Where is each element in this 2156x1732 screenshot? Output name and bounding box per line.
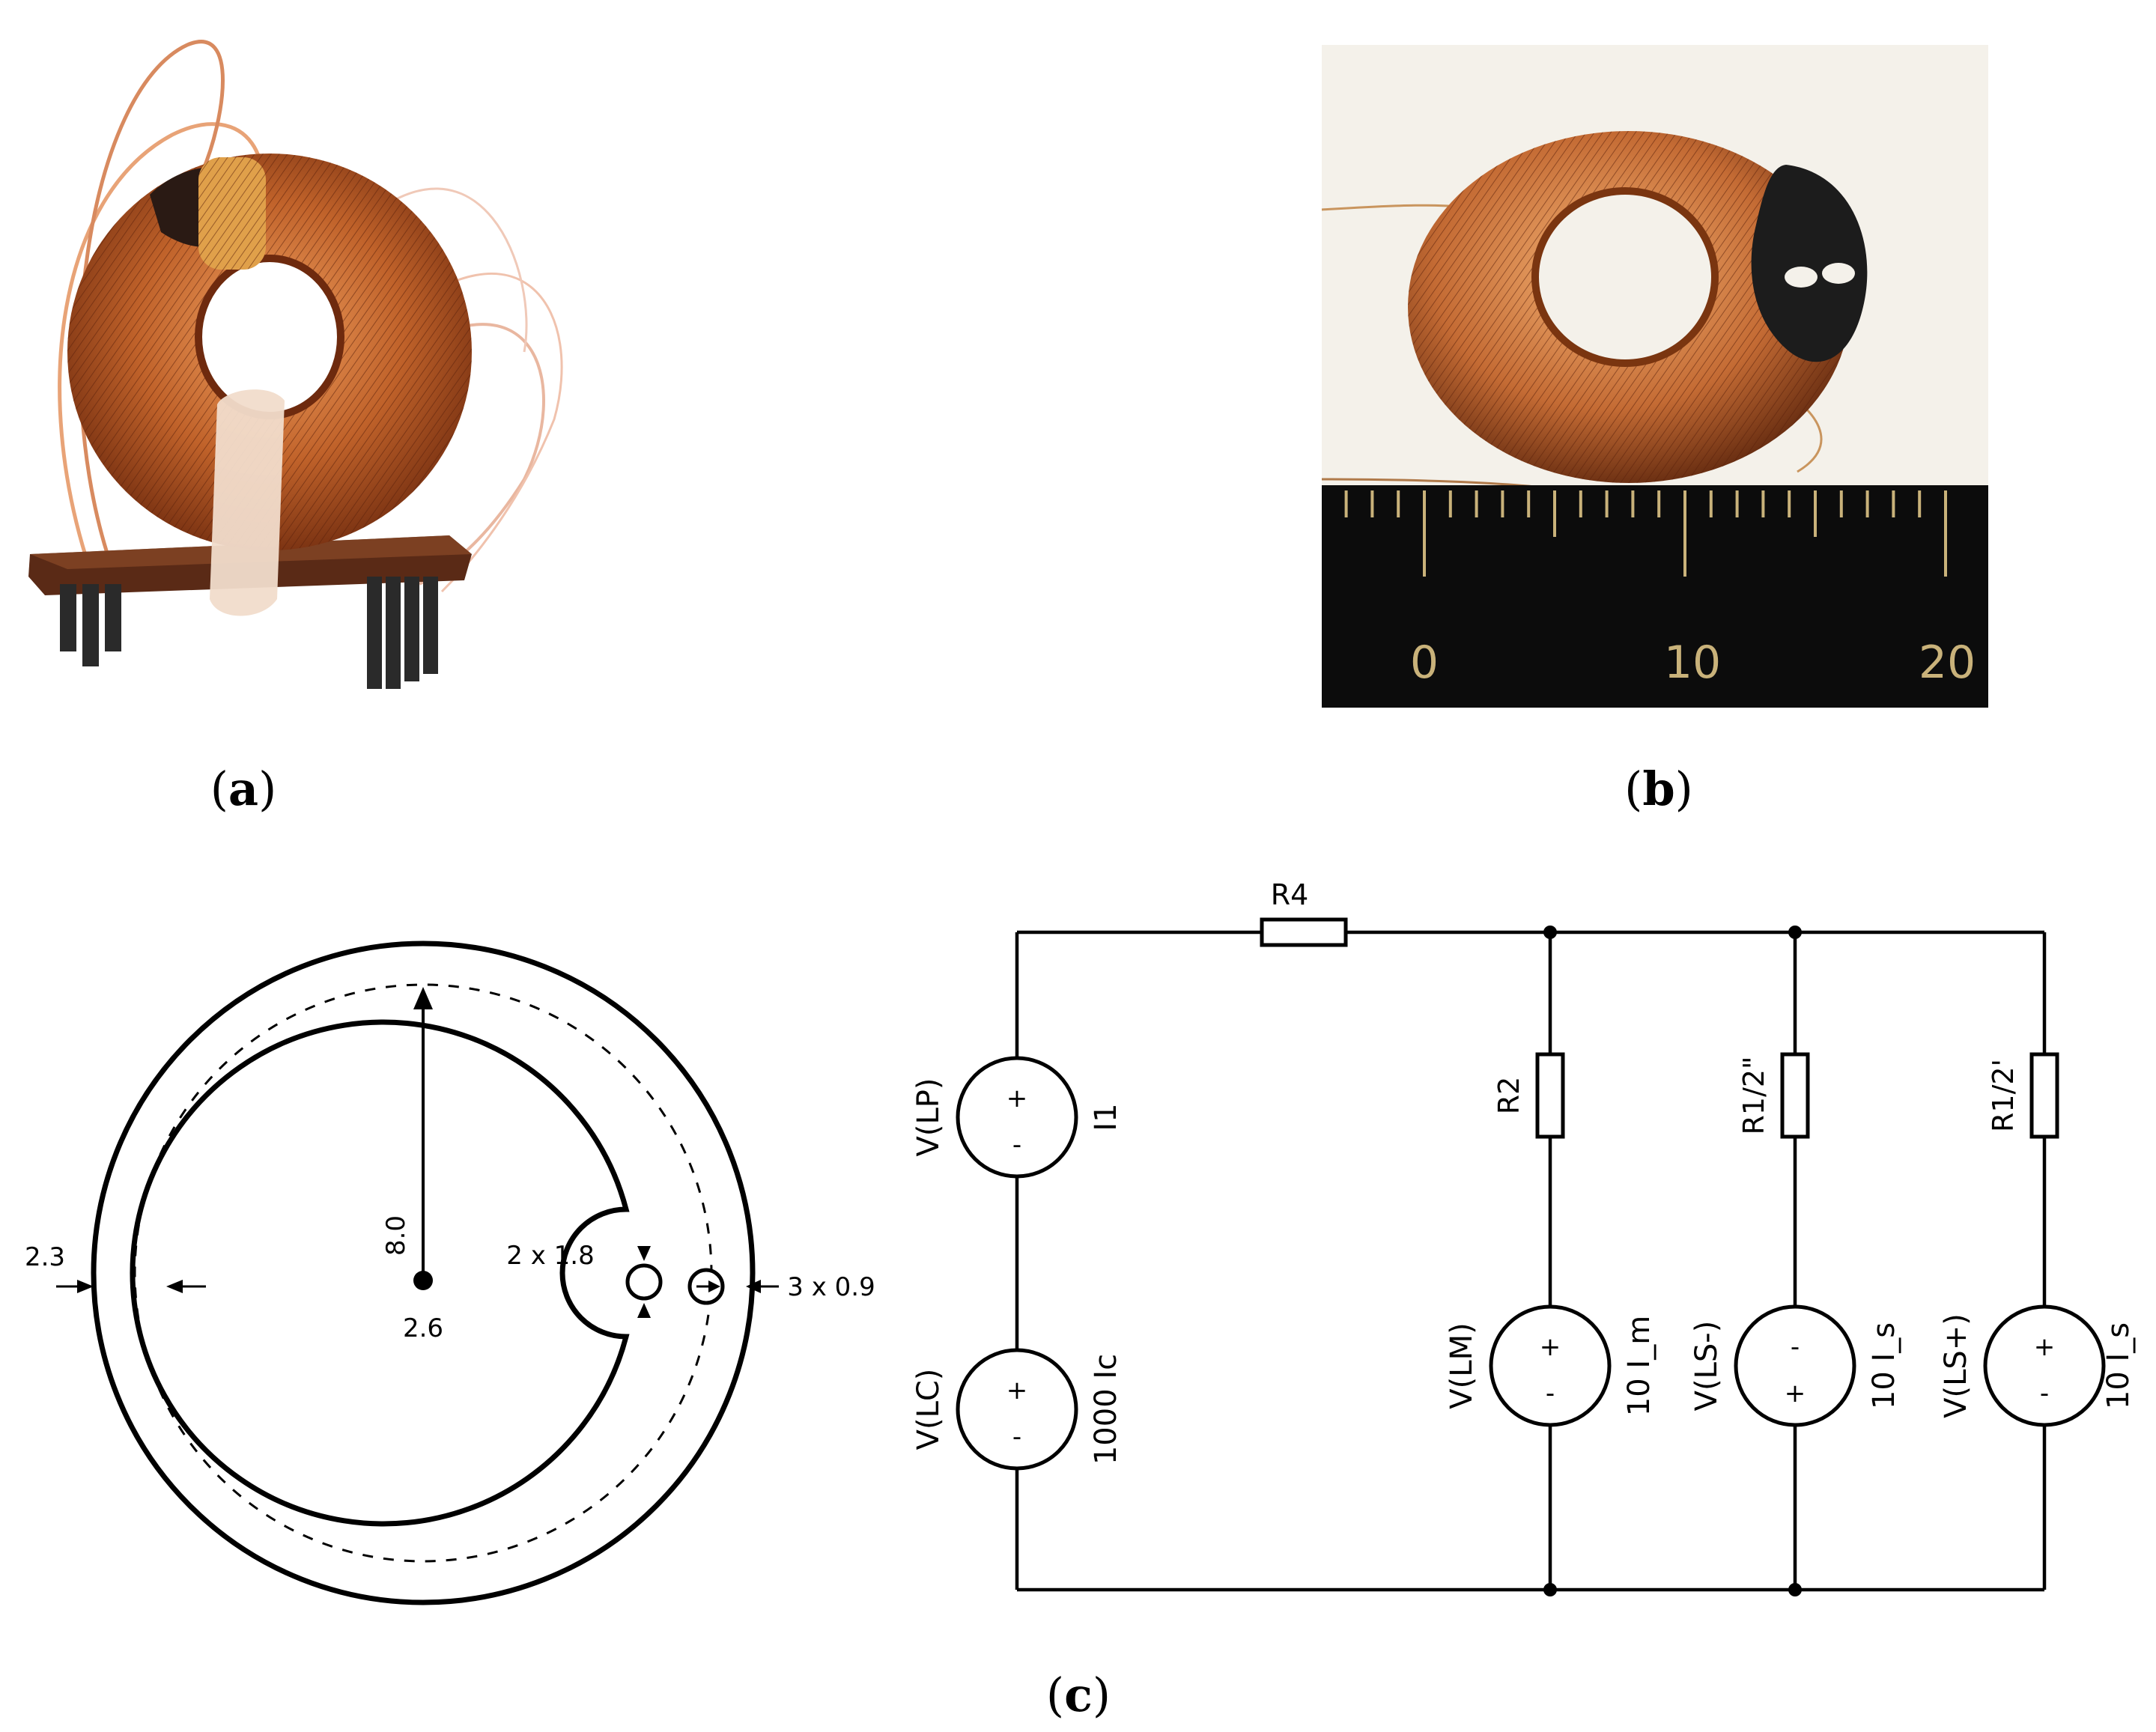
source-v-lm-top-sign: + <box>1540 1332 1561 1362</box>
ruler-label-20: 20 <box>1919 636 1976 689</box>
ruler <box>1322 485 1988 708</box>
source-v-ls-minus: - + V(LS-) 10 I_s <box>1689 1304 1901 1427</box>
photo-toroid-b: 0 10 20 <box>1321 45 1988 708</box>
source-v-ls-minus-value: 10 I_s <box>1867 1322 1901 1409</box>
source-v-lm: + - V(LM) 10 I_m <box>1445 1304 1657 1427</box>
source-v-lm-value: 10 I_m <box>1622 1316 1657 1416</box>
hole-large <box>625 1263 663 1301</box>
source-v-lp-value: I1 <box>1089 1103 1123 1131</box>
source-v-lc-bottom-sign: - <box>1012 1422 1021 1452</box>
hole-large-arrow-top <box>637 1246 651 1261</box>
hole-small-label: 3 x 0.9 <box>787 1272 875 1302</box>
caption-a: (a) <box>210 762 277 816</box>
source-v-lc-name: V(LC) <box>911 1369 946 1450</box>
source-v-lc-top-sign: + <box>1006 1376 1028 1406</box>
resistor-r2 <box>1535 1052 1565 1139</box>
ruler-label-0: 0 <box>1410 636 1439 689</box>
source-v-lm-name: V(LM) <box>1445 1322 1479 1409</box>
wall-arrow-right <box>166 1280 183 1293</box>
source-v-lp: + - V(LP) I1 <box>911 1056 1123 1179</box>
source-v-ls-plus-value: 10 I_s <box>2101 1322 2136 1409</box>
source-v-ls-minus-name: V(LS-) <box>1689 1321 1724 1412</box>
hole-large-arrow-bottom <box>637 1303 651 1318</box>
radius-label: 8.0 <box>381 1215 411 1256</box>
caption-b: (b) <box>1624 762 1693 816</box>
wall-arrow-left <box>77 1280 94 1293</box>
center-label: 2.6 <box>403 1313 443 1343</box>
source-v-ls-plus-name: V(LS+) <box>1939 1313 1973 1418</box>
resistor-r1-prime-label: R1/2' <box>1987 1059 2020 1132</box>
junction-dot <box>1788 1583 1802 1596</box>
hole-small-arrow-inner <box>708 1280 720 1292</box>
junction-dot <box>1788 926 1802 939</box>
radius-arrowhead <box>413 987 433 1009</box>
resistor-r1-double-prime-label: R1/2" <box>1737 1056 1770 1134</box>
hole-small-arrow-outer <box>746 1280 761 1293</box>
wall-thickness-label: 2.3 <box>25 1242 65 1272</box>
source-v-lc: + - V(LC) 1000 Ic <box>911 1348 1123 1471</box>
resistor-r1-double-prime <box>1780 1052 1810 1139</box>
cross-section-diagram: 8.0 2.6 2.3 2 x 1.8 3 x 0.9 <box>25 941 875 1605</box>
outer-ring <box>91 941 756 1605</box>
source-v-ls-plus-bottom-sign: - <box>2040 1379 2049 1409</box>
source-v-ls-plus-top-sign: + <box>2034 1332 2056 1362</box>
source-v-ls-minus-bottom-sign: + <box>1785 1379 1806 1409</box>
source-v-ls-plus: + - V(LS+) 10 I_s <box>1939 1304 2136 1427</box>
resistor-r1-prime <box>2029 1052 2059 1139</box>
center-dot <box>413 1271 433 1290</box>
caption-c: (c) <box>1046 1668 1111 1722</box>
ruler-ticks <box>1344 490 1947 577</box>
junction-dot <box>1543 1583 1557 1596</box>
source-v-ls-minus-top-sign: - <box>1791 1332 1800 1362</box>
source-v-lm-bottom-sign: - <box>1546 1379 1555 1409</box>
ruler-label-10: 10 <box>1664 636 1721 689</box>
hole-large-label: 2 x 1.8 <box>506 1241 594 1271</box>
source-v-lp-bottom-sign: - <box>1012 1130 1021 1160</box>
photo-toroid-a <box>28 40 563 689</box>
resistor-r4-label: R4 <box>1271 878 1309 911</box>
resistor-r2-label: R2 <box>1493 1077 1525 1115</box>
junction-dot <box>1543 926 1557 939</box>
source-v-lp-name: V(LP) <box>911 1078 946 1157</box>
circuit-diagram: R4 R2 R1/2" R1/2' + - V(LP) I1 + - V(LC)… <box>911 878 2136 1596</box>
source-v-lp-top-sign: + <box>1006 1084 1028 1113</box>
inner-ring-with-slot <box>130 1019 630 1527</box>
resistor-r4 <box>1260 917 1348 947</box>
source-v-lc-value: 1000 Ic <box>1089 1354 1123 1465</box>
